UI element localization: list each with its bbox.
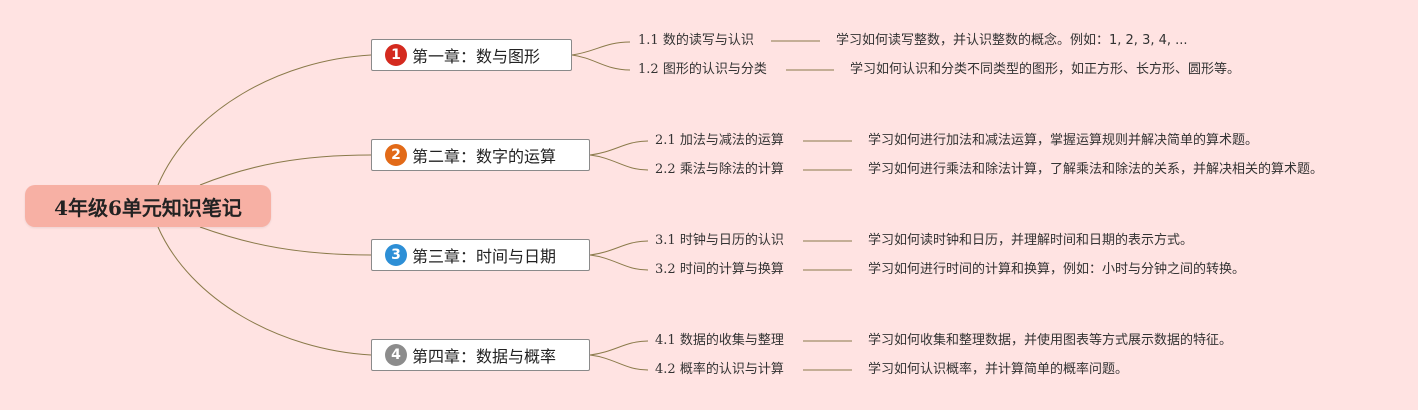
topic-number: 3.1 <box>655 233 676 248</box>
chapter-node-3[interactable]: 3 第三章：时间与日期 <box>371 239 590 271</box>
chapter-node-4[interactable]: 4 第四章：数据与概率 <box>371 339 590 371</box>
topic-node-4-1[interactable]: 4.1 数据的收集与整理 <box>655 333 784 349</box>
chapter-title-1: 第一章：数与图形 <box>412 47 541 66</box>
root-connector-2 <box>199 154 372 186</box>
root-connector-3 <box>199 226 372 256</box>
topic-number: 1.1 <box>638 33 659 48</box>
chapter-2-topic-2-connector <box>589 154 649 171</box>
chapter-2-topic-1-connector <box>589 140 649 156</box>
root-connector-1 <box>157 54 372 186</box>
topic-number: 2.2 <box>655 162 676 177</box>
chapter-badge-2: 2 <box>385 144 407 166</box>
topic-description-2-1[interactable]: 学习如何进行加法和减法运算，掌握运算规则并解决简单的算术题。 <box>868 133 1259 148</box>
topic-title: 数的读写与认识 <box>662 33 754 48</box>
topic-number: 4.1 <box>655 333 676 348</box>
topic-title: 加法与减法的运算 <box>679 133 784 148</box>
topic-title: 乘法与除法的计算 <box>679 162 784 177</box>
topic-title: 数据的收集与整理 <box>679 333 784 348</box>
root-title: 4年级6单元知识笔记 <box>54 195 242 220</box>
chapter-1-topic-1-connector <box>571 41 631 56</box>
topic-node-1-1[interactable]: 1.1 数的读写与认识 <box>638 33 754 49</box>
topic-description-1-2[interactable]: 学习如何认识和分类不同类型的图形，如正方形、长方形、圆形等。 <box>850 62 1241 77</box>
topic-number: 1.2 <box>638 62 659 77</box>
chapter-badge-3: 3 <box>385 244 407 266</box>
topic-node-3-1[interactable]: 3.1 时钟与日历的认识 <box>655 233 784 249</box>
topic-node-1-2[interactable]: 1.2 图形的认识与分类 <box>638 62 767 78</box>
topic-title: 图形的认识与分类 <box>662 62 767 77</box>
chapter-title-4: 第四章：数据与概率 <box>412 347 557 366</box>
topic-description-1-1[interactable]: 学习如何读写整数，并认识整数的概念。例如：1, 2, 3, 4, ... <box>836 33 1188 48</box>
chapter-node-2[interactable]: 2 第二章：数字的运算 <box>371 139 590 171</box>
topic-number: 2.1 <box>655 133 676 148</box>
topic-title: 时钟与日历的认识 <box>679 233 784 248</box>
chapter-title-3: 第三章：时间与日期 <box>412 247 557 266</box>
chapter-4-topic-1-connector <box>589 340 649 356</box>
topic-title: 时间的计算与换算 <box>679 262 784 277</box>
topic-title: 概率的认识与计算 <box>679 362 784 377</box>
chapter-3-topic-2-connector <box>589 254 649 271</box>
topic-number: 4.2 <box>655 362 676 377</box>
topic-node-2-1[interactable]: 2.1 加法与减法的运算 <box>655 133 784 149</box>
chapter-node-1[interactable]: 1 第一章：数与图形 <box>371 39 572 71</box>
chapter-badge-1: 1 <box>385 44 407 66</box>
topic-description-4-2[interactable]: 学习如何认识概率，并计算简单的概率问题。 <box>868 362 1129 377</box>
root-node[interactable]: 4年级6单元知识笔记 <box>25 185 271 227</box>
topic-description-3-1[interactable]: 学习如何读时钟和日历，并理解时间和日期的表示方式。 <box>868 233 1194 248</box>
chapter-3-topic-1-connector <box>589 240 649 256</box>
topic-node-4-2[interactable]: 4.2 概率的认识与计算 <box>655 362 784 378</box>
topic-node-2-2[interactable]: 2.2 乘法与除法的计算 <box>655 162 784 178</box>
topic-description-4-1[interactable]: 学习如何收集和整理数据，并使用图表等方式展示数据的特征。 <box>868 333 1233 348</box>
topic-description-2-2[interactable]: 学习如何进行乘法和除法计算，了解乘法和除法的关系，并解决相关的算术题。 <box>868 162 1324 177</box>
topic-node-3-2[interactable]: 3.2 时间的计算与换算 <box>655 262 784 278</box>
topic-description-3-2[interactable]: 学习如何进行时间的计算和换算，例如：小时与分钟之间的转换。 <box>868 262 1246 277</box>
topic-number: 3.2 <box>655 262 676 277</box>
chapter-title-2: 第二章：数字的运算 <box>412 147 557 166</box>
root-connector-4 <box>157 226 372 356</box>
chapter-4-topic-2-connector <box>589 354 649 371</box>
chapter-badge-4: 4 <box>385 344 407 366</box>
chapter-1-topic-2-connector <box>571 54 631 71</box>
